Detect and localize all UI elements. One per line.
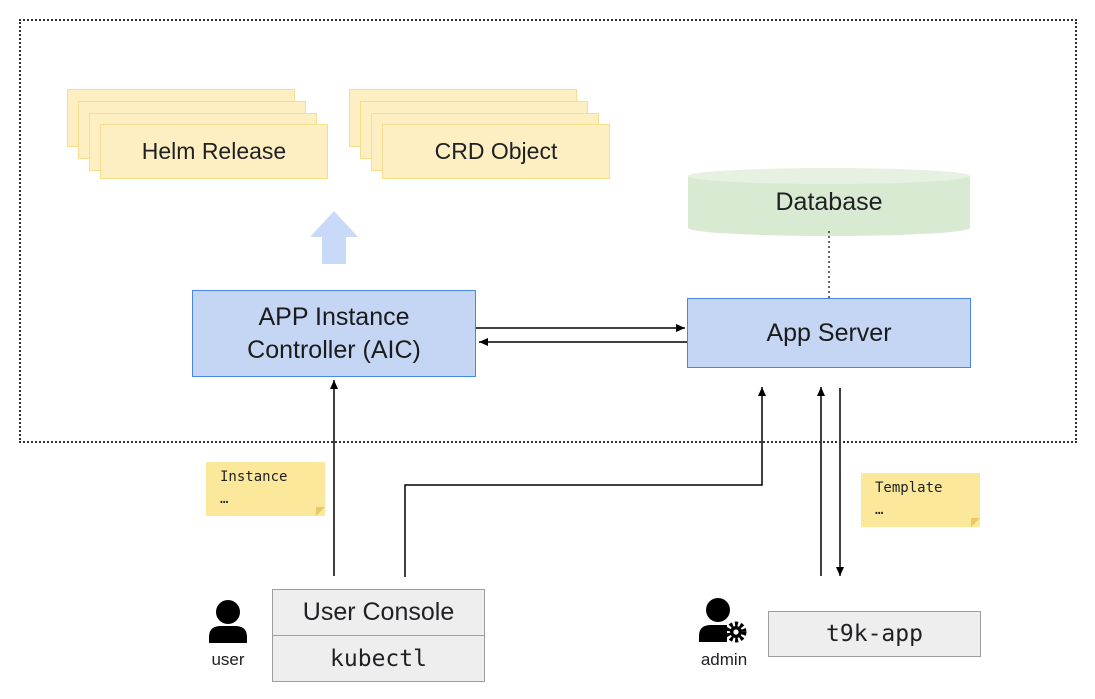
aic-label-line-1: APP Instance bbox=[258, 302, 410, 331]
t9k-app-label: t9k-app bbox=[826, 621, 923, 647]
cluster-boundary bbox=[19, 19, 1077, 443]
admin-person-gear-icon bbox=[699, 598, 747, 643]
crd-object-label: CRD Object bbox=[434, 138, 558, 164]
crd-object-card: CRD Object bbox=[382, 124, 610, 179]
deploy-arrow bbox=[310, 211, 358, 264]
console-to-server-arrow bbox=[404, 387, 766, 577]
aic-label-line-2: Controller (AIC) bbox=[247, 335, 421, 364]
template-note-line-2: … bbox=[875, 502, 884, 518]
user-console-box: User Console bbox=[272, 589, 485, 636]
user-person-icon bbox=[209, 600, 247, 643]
instance-note-line-2: … bbox=[220, 491, 229, 507]
template-note: Template … bbox=[861, 473, 980, 527]
kubectl-label: kubectl bbox=[330, 645, 427, 672]
app-instance-controller-box: APP Instance Controller (AIC) bbox=[192, 290, 476, 377]
kubectl-box: kubectl bbox=[272, 636, 485, 682]
app-server-label: App Server bbox=[766, 318, 892, 347]
helm-release-label: Helm Release bbox=[141, 138, 287, 164]
instance-note-line-1: Instance bbox=[220, 469, 288, 485]
template-note-line-1: Template bbox=[875, 480, 943, 496]
database-cylinder bbox=[688, 168, 970, 236]
t9k-app-box: t9k-app bbox=[768, 611, 981, 657]
database-label: Database bbox=[775, 187, 883, 216]
user-label: user bbox=[211, 650, 245, 669]
instance-note-fold bbox=[316, 507, 325, 516]
app-server-box: App Server bbox=[687, 298, 971, 368]
user-console-label: User Console bbox=[302, 598, 455, 626]
admin-label: admin bbox=[700, 650, 748, 669]
helm-release-card: Helm Release bbox=[100, 124, 328, 179]
template-note-fold bbox=[971, 518, 980, 527]
instance-note: Instance … bbox=[206, 462, 325, 516]
